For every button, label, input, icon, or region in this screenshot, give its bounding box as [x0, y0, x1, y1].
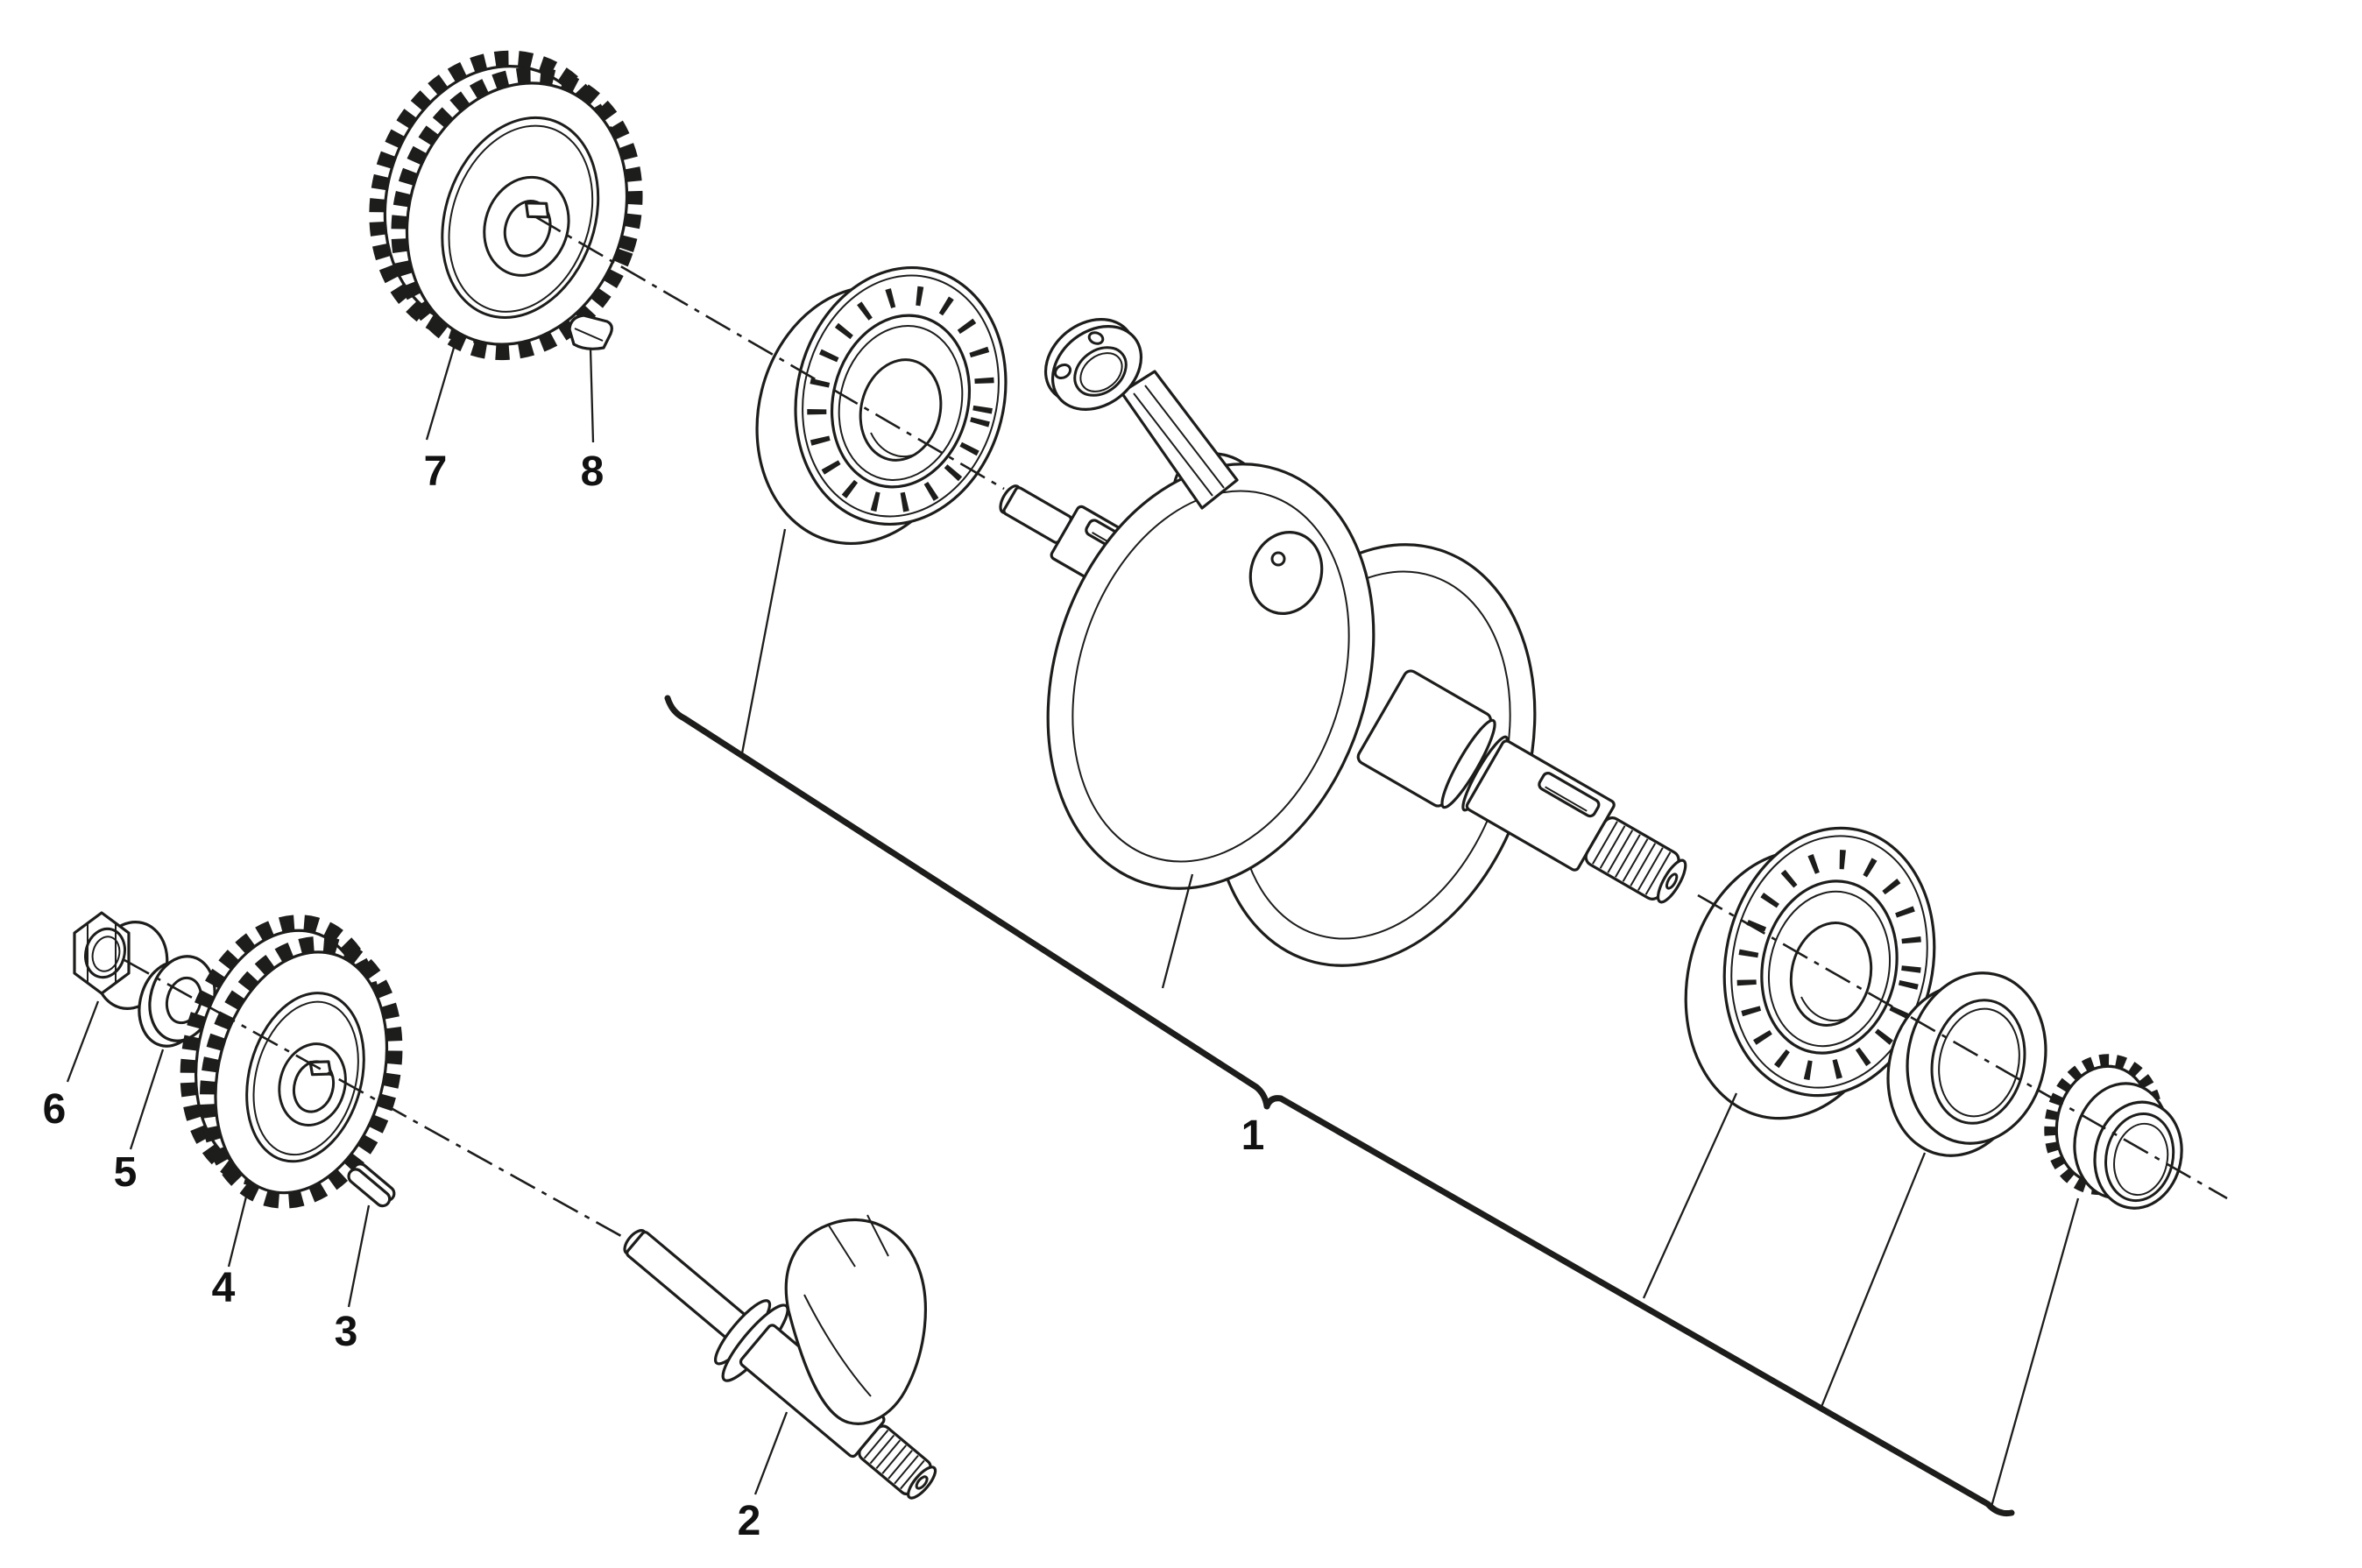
conrod-beam — [1120, 370, 1239, 510]
assembly-bracket — [664, 695, 2015, 1516]
main-bearing-left — [755, 265, 1008, 546]
balance-counterweight — [784, 1218, 927, 1425]
callout-5-label: 5 — [114, 1149, 138, 1196]
gear-teeth-front — [200, 936, 403, 1209]
timing-sprocket — [2044, 1054, 2183, 1210]
sprocket-bore — [2104, 1112, 2175, 1203]
leader-seal — [1820, 1152, 1927, 1408]
gear-face-ring — [441, 116, 600, 320]
leader-8 — [589, 348, 595, 443]
callout-6-label: 6 — [43, 1086, 67, 1133]
crankshaft-right-shaft — [1356, 669, 1687, 904]
leader-4 — [227, 1192, 249, 1268]
axis-line-lower — [124, 958, 630, 1242]
shaft-keyway — [1538, 772, 1601, 818]
callout-1-label: 1 — [1241, 1112, 1265, 1159]
leader-crank — [1161, 873, 1194, 989]
bearing-bore — [859, 358, 943, 462]
callout-3-label: 3 — [335, 1309, 358, 1355]
balance-shaft-gear — [180, 915, 403, 1209]
bearing-balls — [807, 286, 994, 513]
leader-7 — [425, 347, 456, 441]
balance-shaft — [623, 1214, 937, 1500]
callout-4-label: 4 — [212, 1265, 236, 1311]
leader-bearing-left — [740, 528, 787, 754]
leader-bearing-right — [1642, 1092, 1738, 1299]
leader-sprocket — [1990, 1197, 2080, 1508]
oil-hole — [1087, 331, 1105, 345]
callout-2-label: 2 — [738, 1498, 761, 1544]
axis-line-right — [1697, 893, 2228, 1200]
leader-2 — [753, 1411, 789, 1495]
balance-gear-key — [347, 1162, 396, 1208]
washer-bore — [165, 976, 203, 1025]
leader-3 — [347, 1204, 371, 1308]
crankshaft-gear — [369, 50, 643, 361]
callout-7-label: 7 — [424, 449, 448, 495]
crankshaft — [1043, 318, 1687, 967]
bearing-balls — [1736, 850, 1922, 1081]
main-bearing-right — [1684, 826, 1936, 1120]
bearing-bore — [1789, 922, 1873, 1027]
woodruff-key — [568, 314, 613, 350]
gear-keyway — [524, 201, 550, 219]
gear-teeth-front — [391, 67, 643, 361]
gear-hub — [278, 1042, 347, 1127]
leader-6 — [66, 1000, 100, 1083]
nut-bore — [84, 927, 126, 979]
crank-pin-face — [1248, 531, 1324, 615]
leader-5 — [129, 1049, 165, 1150]
oil-hole — [1053, 363, 1072, 380]
callout-8-label: 8 — [581, 449, 605, 495]
seal-ring — [1886, 971, 2047, 1157]
conrod-small-end — [1050, 325, 1143, 411]
axis-line-upper — [535, 215, 1005, 491]
gear-hub — [483, 175, 570, 277]
